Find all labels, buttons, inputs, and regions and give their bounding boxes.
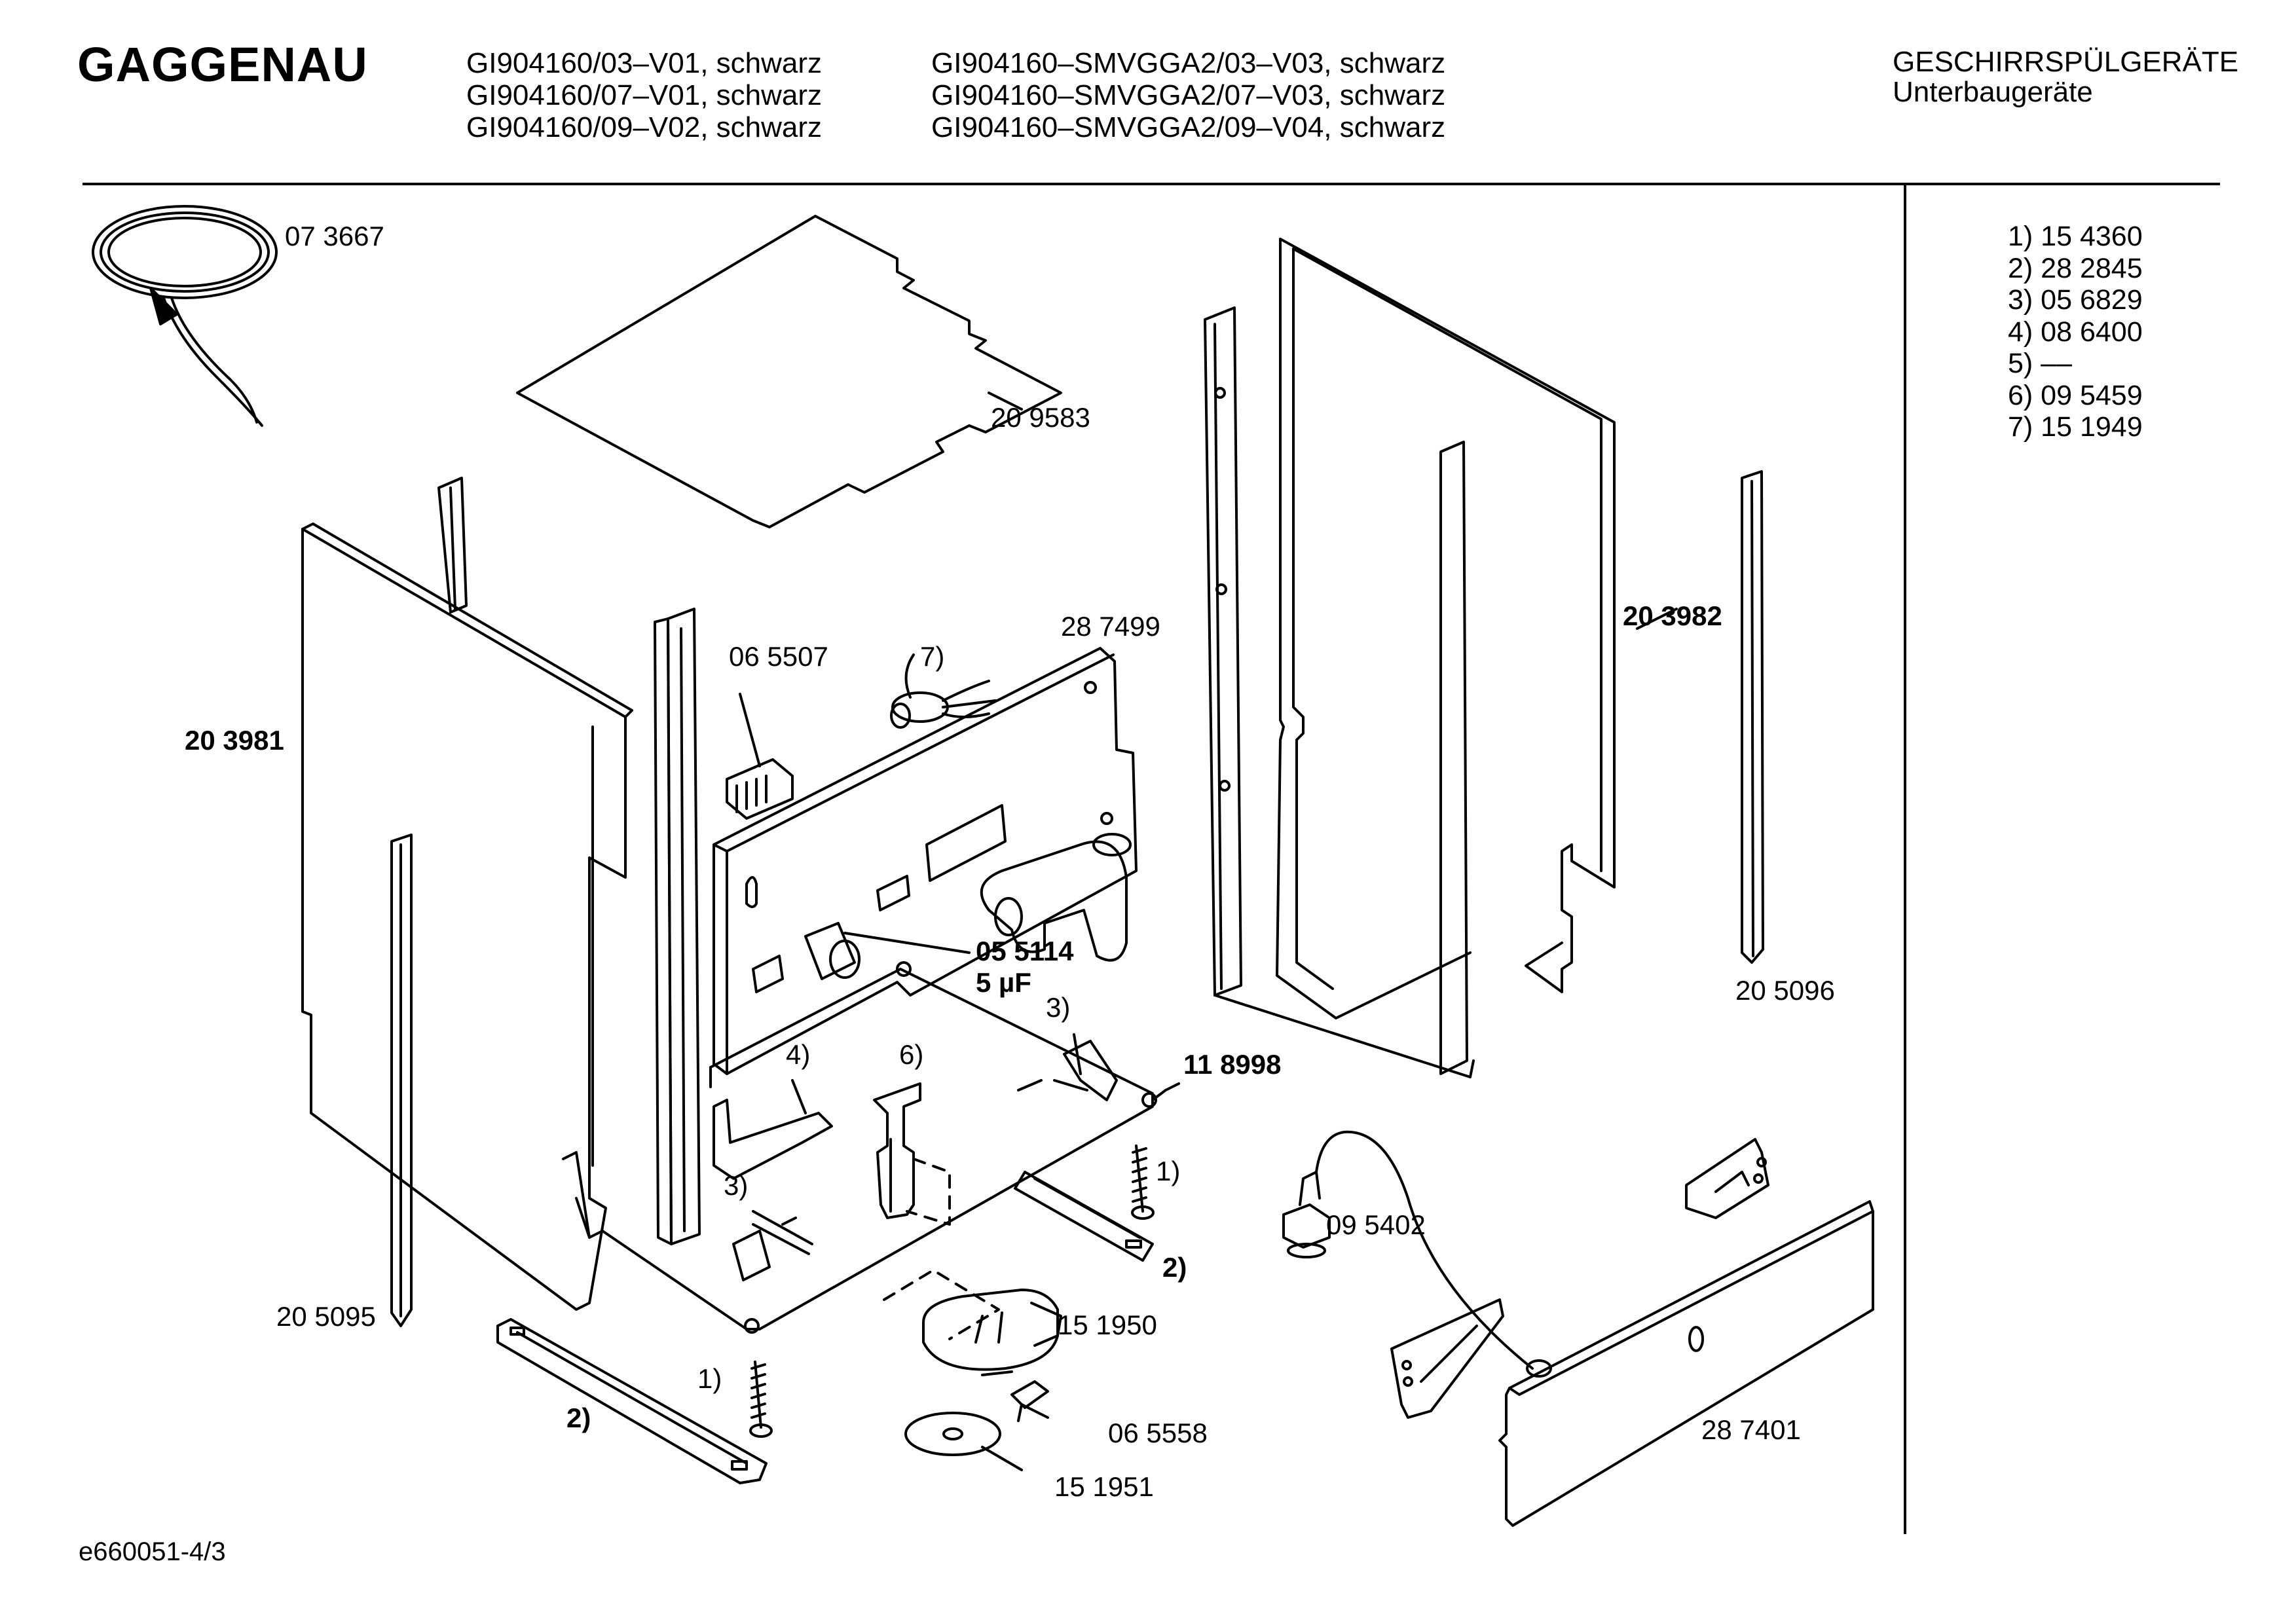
model-line: GI904160–SMVGGA2/03–V03, schwarz <box>931 47 1446 79</box>
right-side-strip <box>1741 470 1764 964</box>
part-label: 06 5558 <box>1108 1418 1208 1448</box>
bracket-6 <box>873 1082 951 1226</box>
part-label: 20 5096 <box>1735 975 1835 1006</box>
gaggenau-logo: GAGGENAU <box>77 37 368 92</box>
top-cover-plate <box>516 215 1062 528</box>
part-label: 06 5507 <box>729 641 828 672</box>
part-label: 15 1951 <box>1054 1471 1154 1502</box>
parts-legend: 1) 15 4360 2) 28 2845 3) 05 6829 4) 08 6… <box>2008 221 2143 443</box>
model-line: GI904160–SMVGGA2/09–V04, schwarz <box>931 111 1446 143</box>
control-panel-bracket <box>713 647 1138 1075</box>
retaining-clip <box>1010 1380 1049 1422</box>
kick-plate <box>1498 1200 1874 1527</box>
model-line: GI904160/07–V01, schwarz <box>466 79 823 111</box>
category-subtitle: Unterbaugeräte <box>1893 76 2093 108</box>
model-line: GI904160/09–V02, schwarz <box>466 111 823 143</box>
sealing-disc <box>904 1412 1001 1456</box>
part-label: 3) <box>724 1170 749 1201</box>
model-line: GI904160–SMVGGA2/07–V03, schwarz <box>931 79 1446 111</box>
right-side-frame <box>1276 238 1616 1075</box>
clip-3-left <box>732 1210 813 1281</box>
part-label: 3) <box>1046 992 1071 1023</box>
legend-item: 2) 28 2845 <box>2008 252 2143 284</box>
bracket-4 <box>713 1079 833 1180</box>
circulation-pump <box>883 1269 1062 1376</box>
part-label: 15 1950 <box>1058 1310 1157 1340</box>
part-label: 1) <box>697 1363 722 1394</box>
legend-item: 4) 08 6400 <box>2008 316 2143 348</box>
front-right-upright <box>1204 306 1475 1078</box>
suppressor-component <box>890 653 997 729</box>
mounting-bracket-lower <box>1390 1298 1504 1419</box>
foot-screw-left <box>749 1361 773 1438</box>
category-title: GESCHIRRSPÜLGERÄTE <box>1893 46 2239 78</box>
part-label: 4) <box>786 1039 811 1070</box>
legend-item: 6) 09 5459 <box>2008 379 2143 411</box>
capacitor <box>804 922 971 980</box>
leader-lines <box>981 392 1678 1471</box>
rail-right <box>1014 1171 1154 1262</box>
legend-item: 5) –– <box>2008 348 2073 379</box>
legend-item: 1) 15 4360 <box>2008 221 2143 252</box>
part-label: 05 5114 <box>976 936 1074 966</box>
legend-divider <box>1904 185 1906 1534</box>
left-side-panel <box>301 522 633 1311</box>
rear-left-post <box>437 477 468 614</box>
model-list-right: GI904160–SMVGGA2/03–V03, schwarz GI90416… <box>931 47 1445 143</box>
sensor-with-cable <box>1282 1130 1552 1378</box>
mounting-bracket-upper <box>1685 1138 1769 1219</box>
switch-relay <box>726 693 794 820</box>
part-label: 20 5095 <box>276 1301 376 1332</box>
category-block: GESCHIRRSPÜLGERÄTE Unterbaugeräte <box>1893 47 2238 107</box>
legend-item: 3) 05 6829 <box>2008 284 2143 316</box>
part-label: 20 3982 <box>1623 600 1722 631</box>
hose-connector <box>980 833 1132 962</box>
base-frame <box>562 961 1180 1334</box>
left-front-strip <box>390 833 413 1327</box>
model-list-left: GI904160/03–V01, schwarz GI904160/07–V01… <box>466 47 822 143</box>
front-left-post <box>654 608 701 1245</box>
part-label: 1) <box>1156 1156 1181 1186</box>
drawing-reference: e660051-4/3 <box>79 1537 226 1566</box>
part-label: 28 7401 <box>1701 1414 1801 1445</box>
part-label: 7) <box>920 641 945 672</box>
power-cable-coil <box>92 205 278 427</box>
part-label: 20 9583 <box>991 402 1090 433</box>
foot-screw-right <box>1131 1145 1155 1220</box>
part-label: 6) <box>899 1039 924 1070</box>
clip-3-right <box>1017 1033 1118 1101</box>
legend-item: 7) 15 1949 <box>2008 411 2143 443</box>
rail-left <box>496 1318 768 1484</box>
header-divider <box>83 183 2220 185</box>
model-line: GI904160/03–V01, schwarz <box>466 47 823 79</box>
part-label: 5 µF <box>976 967 1031 998</box>
part-label: 11 8998 <box>1183 1049 1282 1080</box>
part-label: 07 3667 <box>285 221 384 251</box>
part-label: 28 7499 <box>1061 611 1160 642</box>
part-label: 20 3981 <box>185 725 284 756</box>
part-label: 2) <box>566 1402 591 1433</box>
part-label: 2) <box>1162 1252 1187 1283</box>
part-label: 09 5402 <box>1326 1209 1426 1240</box>
